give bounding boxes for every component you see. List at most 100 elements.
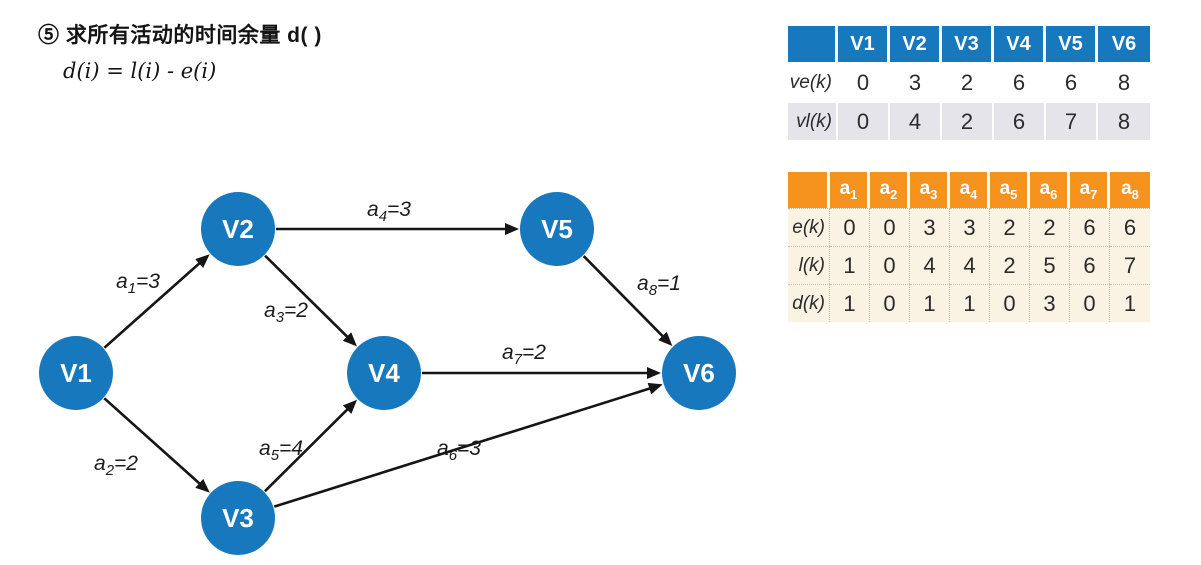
column-header: V5 — [1046, 26, 1098, 62]
node-label: V1 — [60, 358, 92, 388]
value-cell: 6 — [1070, 208, 1110, 246]
value-cell: 1 — [950, 284, 990, 322]
value-cell: 0 — [870, 246, 910, 284]
node-label: V2 — [222, 214, 254, 244]
node-circle — [201, 192, 275, 266]
value-cell: 2 — [990, 208, 1030, 246]
value-cell: 3 — [1030, 284, 1070, 322]
column-header: V4 — [994, 26, 1046, 62]
node-circle — [201, 481, 275, 555]
node-circle — [520, 192, 594, 266]
row-label: e(k) — [788, 208, 830, 246]
edge-line — [582, 255, 673, 346]
edge-label: a7=2 — [502, 341, 546, 368]
edge-label: a1=3 — [116, 270, 160, 297]
node-V6: V6 — [662, 336, 736, 410]
edge-label: a5=4 — [259, 437, 303, 464]
value-cell: 2 — [942, 101, 994, 140]
value-cell: 3 — [890, 62, 942, 101]
value-cell: 2 — [1030, 208, 1070, 246]
edge-a1: a1=3 — [103, 254, 210, 349]
value-cell: 1 — [830, 246, 870, 284]
slack-formula: d(i) = l(i) - e(i) — [63, 59, 217, 83]
edge-label: a6=3 — [437, 437, 481, 464]
node-V4: V4 — [347, 336, 421, 410]
edge-a8: a8=1 — [582, 255, 681, 346]
value-cell: 4 — [890, 101, 942, 140]
value-cell: 0 — [1070, 284, 1110, 322]
edge-label: a2=2 — [94, 452, 138, 479]
value-cell: 6 — [1110, 208, 1150, 246]
value-cell: 6 — [1070, 246, 1110, 284]
node-V3: V3 — [201, 481, 275, 555]
value-cell: 1 — [910, 284, 950, 322]
value-cell: 0 — [990, 284, 1030, 322]
page-title: ⑤ 求所有活动的时间余量 d( ) — [38, 24, 322, 47]
value-cell: 8 — [1098, 101, 1150, 140]
edge-line — [103, 254, 210, 349]
corner-cell — [788, 172, 830, 208]
edge-line — [103, 397, 210, 493]
column-header: V1 — [838, 26, 890, 62]
value-cell: 5 — [1030, 246, 1070, 284]
column-header: a3 — [910, 172, 950, 208]
value-cell: 4 — [950, 246, 990, 284]
node-label: V4 — [368, 358, 400, 388]
edge-label: a4=3 — [367, 198, 411, 225]
value-cell: 1 — [830, 284, 870, 322]
column-header: a5 — [990, 172, 1030, 208]
node-circle — [39, 336, 113, 410]
row-label: l(k) — [788, 246, 830, 284]
edge-line — [273, 382, 663, 508]
value-cell: 0 — [838, 101, 890, 140]
column-header: V6 — [1098, 26, 1150, 62]
value-cell: 7 — [1046, 101, 1098, 140]
column-header: a2 — [870, 172, 910, 208]
row-label: vl(k) — [788, 101, 838, 140]
node-label: V5 — [541, 214, 573, 244]
edge-label: a3=2 — [264, 299, 308, 326]
edge-a3: a3=2 — [264, 254, 357, 347]
value-cell: 6 — [994, 62, 1046, 101]
value-cell: 0 — [838, 62, 890, 101]
value-cell: 3 — [910, 208, 950, 246]
value-cell: 1 — [1110, 284, 1150, 322]
node-V1: V1 — [39, 336, 113, 410]
column-header: V3 — [942, 26, 994, 62]
value-cell: 0 — [870, 284, 910, 322]
value-cell: 2 — [990, 246, 1030, 284]
edge-a6: a6=3 — [273, 382, 663, 508]
node-circle — [662, 336, 736, 410]
value-cell: 8 — [1098, 62, 1150, 101]
column-header: a6 — [1030, 172, 1070, 208]
node-V5: V5 — [520, 192, 594, 266]
row-label: d(k) — [788, 284, 830, 322]
node-label: V3 — [222, 503, 254, 533]
column-header: V2 — [890, 26, 942, 62]
node-circle — [347, 336, 421, 410]
value-cell: 2 — [942, 62, 994, 101]
edge-a7: a7=2 — [422, 341, 661, 379]
edge-a2: a2=2 — [94, 397, 210, 493]
value-cell: 6 — [994, 101, 1046, 140]
column-header: a7 — [1070, 172, 1110, 208]
node-V2: V2 — [201, 192, 275, 266]
row-label: ve(k) — [788, 62, 838, 101]
value-cell: 4 — [910, 246, 950, 284]
value-cell: 3 — [950, 208, 990, 246]
column-header: a8 — [1110, 172, 1150, 208]
corner-cell — [788, 26, 838, 62]
edge-line — [264, 254, 357, 347]
edge-a5: a5=4 — [259, 399, 358, 493]
edge-a4: a4=3 — [276, 198, 519, 235]
column-header: a4 — [950, 172, 990, 208]
value-cell: 7 — [1110, 246, 1150, 284]
